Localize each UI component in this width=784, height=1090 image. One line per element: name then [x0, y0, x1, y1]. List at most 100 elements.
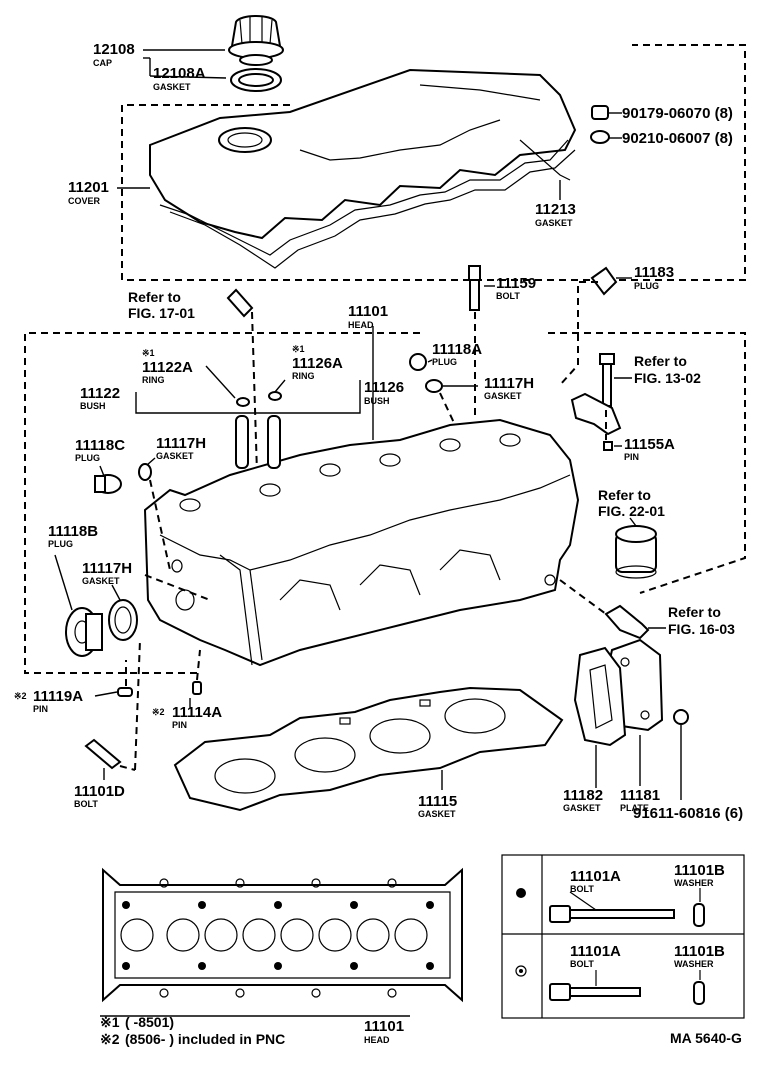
svg-text:※2: ※2: [100, 1031, 120, 1047]
svg-text:PLUG: PLUG: [48, 539, 73, 549]
svg-text:FIG. 16-03: FIG. 16-03: [668, 621, 735, 637]
cylinder-head-gasket-11115: [173, 686, 564, 812]
label-11183: 11183 PLUG: [634, 264, 674, 291]
bracket: [570, 392, 622, 436]
svg-text:11122: 11122: [80, 385, 120, 402]
label-12108: 12108 CAP: [93, 41, 135, 68]
illustration-id: MA 5640-G: [670, 1030, 742, 1046]
svg-text:PLUG: PLUG: [634, 281, 659, 291]
svg-text:90210-06007 (8): 90210-06007 (8): [622, 130, 733, 147]
svg-text:BUSH: BUSH: [364, 396, 390, 406]
washer-icon-row-2: [693, 981, 705, 1005]
plug-11118a: [409, 353, 427, 371]
svg-text:91611-60816 (6): 91611-60816 (6): [633, 805, 743, 822]
svg-text:11126: 11126: [364, 379, 404, 396]
refer-fig-17-01: Refer to FIG. 17-01: [128, 289, 195, 321]
svg-text:11101A: 11101A: [570, 943, 621, 960]
bolt-icon-row-2: [549, 983, 641, 1001]
label-11117h-top: 11117H GASKET: [484, 375, 534, 401]
label-11119a: ※2 11119A PIN: [14, 688, 83, 714]
svg-text:GASKET: GASKET: [535, 218, 573, 228]
legend-row-2: 11101A BOLT 11101B WASHER: [515, 943, 725, 1005]
refer-fig-22-01: Refer to FIG. 22-01: [598, 487, 665, 519]
gasket-11117h-top: [425, 379, 443, 393]
label-90210: 90210-06007 (8): [622, 130, 733, 147]
svg-text:Refer to: Refer to: [128, 289, 181, 305]
label-11122: 11122 BUSH: [80, 385, 120, 411]
gasket-11117h-low: [108, 599, 138, 641]
svg-text:11119A: 11119A: [33, 688, 83, 705]
svg-text:11181: 11181: [620, 787, 660, 804]
stud-fig17: [226, 288, 254, 318]
label-11181: 11181 PLATE: [620, 787, 660, 813]
svg-text:BOLT: BOLT: [74, 799, 98, 809]
svg-text:11101A: 11101A: [570, 868, 621, 885]
label-11122a: ※1 11122A RING: [142, 348, 193, 385]
label-11182: 11182 GASKET: [563, 787, 603, 813]
svg-text:※2: ※2: [14, 691, 27, 701]
plug-11183: [590, 266, 618, 296]
cylinder-head: [143, 418, 580, 667]
svg-text:11101D: 11101D: [74, 783, 125, 800]
svg-text:BOLT: BOLT: [570, 884, 594, 894]
svg-text:PIN: PIN: [624, 452, 639, 462]
svg-text:Refer to: Refer to: [598, 487, 651, 503]
cover-nut: [591, 105, 609, 120]
plug-11118b: [65, 607, 103, 657]
svg-text:11182: 11182: [563, 787, 603, 804]
svg-text:HEAD: HEAD: [364, 1035, 390, 1045]
label-11101-head: 11101 HEAD: [348, 303, 388, 330]
label-12108a: 12108A GASKET: [153, 65, 206, 92]
svg-text:GASKET: GASKET: [563, 803, 601, 813]
svg-text:(8506- ) included in P: (8506- ) included in PNC: [125, 1031, 285, 1047]
svg-text:11201: 11201: [68, 179, 109, 196]
label-11101d: 11101D BOLT: [74, 783, 125, 809]
svg-text:11213: 11213: [535, 201, 576, 218]
bolt-fig13: [599, 353, 615, 407]
svg-text:11155A: 11155A: [624, 436, 675, 453]
svg-text:GASKET: GASKET: [82, 576, 120, 586]
svg-text:RING: RING: [142, 375, 165, 385]
svg-text:Refer to: Refer to: [634, 353, 687, 369]
svg-text:11115: 11115: [418, 793, 457, 810]
svg-text:GASKET: GASKET: [156, 451, 194, 461]
plug-11118c: [94, 474, 122, 494]
svg-text:11101B: 11101B: [674, 943, 725, 960]
cylinder-head-cover: [149, 68, 577, 269]
footnote-1: ※1 ( -8501): [100, 1014, 174, 1030]
pin-11114a: [192, 681, 202, 695]
svg-text:11101: 11101: [364, 1018, 404, 1035]
svg-text:WASHER: WASHER: [674, 878, 714, 888]
cover-group-outline: [121, 44, 746, 281]
legend-row-1: 11101A BOLT 11101B WASHER: [516, 862, 725, 927]
washer-icon-row-1: [693, 903, 705, 927]
gasket-11117h-left: [138, 463, 152, 481]
svg-text:PLUG: PLUG: [75, 453, 100, 463]
svg-text:BOLT: BOLT: [496, 291, 520, 301]
head-bolt-11159: [468, 265, 481, 311]
svg-text:CAP: CAP: [93, 58, 112, 68]
svg-text:FIG. 17-01: FIG. 17-01: [128, 305, 195, 321]
svg-text:12108A: 12108A: [153, 65, 206, 82]
label-11118b: 11118B PLUG: [48, 523, 98, 549]
head-bolt-pattern-diagram: [102, 867, 463, 1003]
label-11117h-low: 11117H GASKET: [82, 560, 132, 586]
footnote-2: ※2 (8506- ) included in PNC 11101 HEAD: [100, 1018, 404, 1047]
nut-91611: [673, 709, 689, 725]
svg-text:Refer to: Refer to: [668, 604, 721, 620]
pin-11119a: [117, 687, 133, 697]
svg-text:11126A: 11126A: [292, 355, 343, 372]
cam-seal-fig22: [615, 525, 657, 579]
svg-text:GASKET: GASKET: [484, 391, 522, 401]
svg-text:PLATE: PLATE: [620, 803, 649, 813]
cover-seal-washer: [590, 130, 610, 144]
cap-gasket: [230, 68, 282, 92]
label-11126: 11126 BUSH: [364, 379, 404, 406]
svg-text:GASKET: GASKET: [418, 809, 456, 819]
svg-text:12108: 12108: [93, 41, 135, 58]
svg-text:FIG. 13-02: FIG. 13-02: [634, 370, 701, 386]
label-90179: 90179-06070 (8): [622, 105, 733, 122]
label-11118c: 11118C PLUG: [75, 437, 125, 463]
label-11117h-left: 11117H GASKET: [156, 435, 206, 461]
